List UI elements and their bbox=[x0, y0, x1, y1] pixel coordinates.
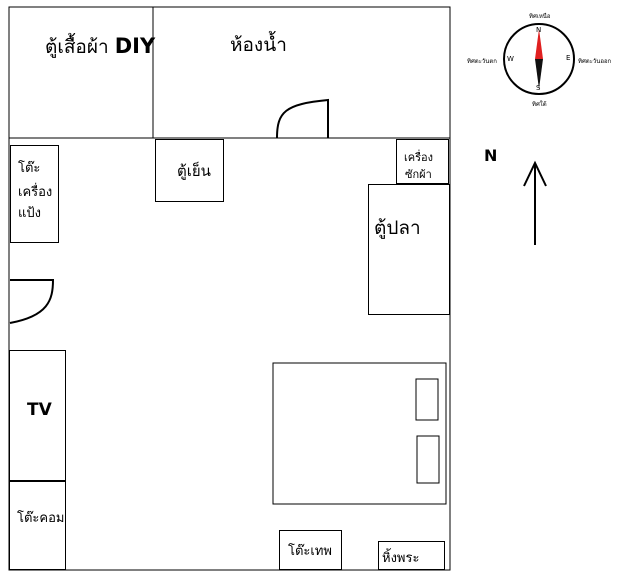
washing-machine: เครื่อง ซักผ้า bbox=[396, 139, 449, 184]
bed-pillow bbox=[415, 378, 439, 421]
shrine-shelf-label: หิ้งพระ bbox=[382, 551, 420, 566]
ironing-table: โต๊ะ เครื่อง แป้ง bbox=[10, 145, 59, 243]
compass-e: E bbox=[566, 54, 571, 62]
computer-desk: โต๊ะคอม bbox=[9, 481, 66, 570]
washing-machine-line-1: เครื่อง bbox=[404, 151, 434, 164]
compass-left-label: ทิศตะวันตก bbox=[467, 58, 497, 65]
tv-label: TV bbox=[27, 400, 52, 420]
washing-machine-line-2: ซักผ้า bbox=[405, 168, 432, 181]
shrine-shelf: หิ้งพระ bbox=[378, 541, 445, 570]
computer-desk-label: โต๊ะคอม bbox=[17, 511, 65, 526]
bed bbox=[272, 362, 447, 505]
tape-desk-label: โต๊ะเทพ bbox=[288, 544, 332, 559]
compass-n: N bbox=[536, 26, 542, 34]
ironing-table-line-2: เครื่อง bbox=[18, 185, 53, 200]
ironing-table-line-3: แป้ง bbox=[18, 206, 41, 221]
bathroom-door bbox=[276, 98, 329, 139]
north-arrow-head bbox=[523, 160, 547, 187]
bathroom-label: ห้องน้ำ bbox=[230, 34, 287, 56]
tape-desk: โต๊ะเทพ bbox=[279, 530, 342, 570]
fridge: ตู้เย็น bbox=[155, 139, 224, 202]
compass-w: W bbox=[507, 55, 514, 63]
compass-top-label: ทิศเหนือ bbox=[529, 13, 551, 20]
north-label: N bbox=[484, 146, 498, 165]
compass-s: S bbox=[536, 84, 541, 92]
aquarium-label: ตู้ปลา bbox=[374, 217, 421, 239]
bed-pillow bbox=[416, 435, 440, 484]
entrance-door bbox=[9, 279, 55, 324]
diy-wardrobe-bold: DIY bbox=[114, 34, 156, 58]
compass-right-label: ทิศตะวันออก bbox=[578, 58, 612, 65]
aquarium: ตู้ปลา bbox=[368, 184, 450, 315]
diy-wardrobe-label: ตู้เสื้อผ้า DIY bbox=[45, 32, 155, 62]
tv-cabinet: TV bbox=[9, 350, 66, 481]
compass-bottom-label: ทิศใต้ bbox=[532, 101, 547, 108]
ironing-table-line-1: โต๊ะ bbox=[18, 161, 41, 176]
fridge-label: ตู้เย็น bbox=[177, 162, 211, 180]
diy-wardrobe-text: ตู้เสื้อผ้า bbox=[45, 36, 109, 58]
